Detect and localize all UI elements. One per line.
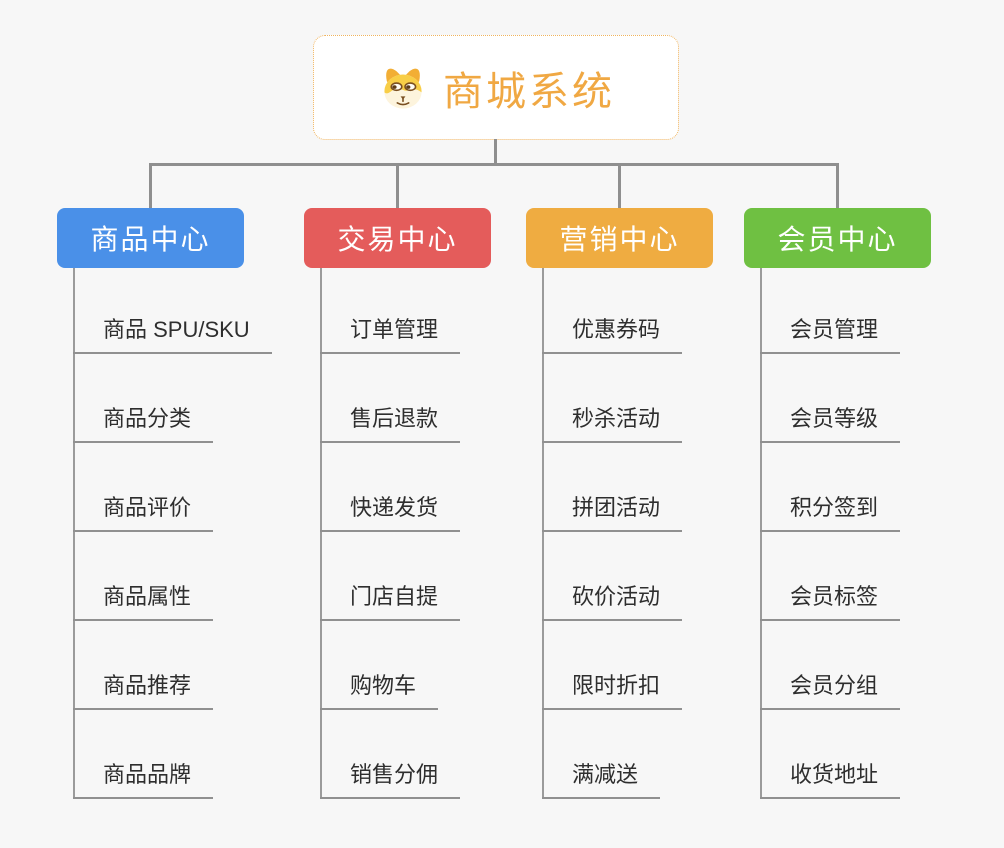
leaf-label: 会员等级 xyxy=(790,406,879,431)
branch-column-member: 会员中心 会员管理 会员等级 积分签到 会员标签 会员分组 收货地址 xyxy=(744,208,1004,848)
leaf-node[interactable]: 会员分组 xyxy=(760,664,901,710)
branch-node-member-center[interactable]: 会员中心 xyxy=(744,208,931,268)
leaf-node[interactable]: 砍价活动 xyxy=(542,575,683,621)
leaf-node[interactable]: 售后退款 xyxy=(320,397,461,443)
leaf-node[interactable]: 限时折扣 xyxy=(542,664,683,710)
leaf-node[interactable]: 门店自提 xyxy=(320,575,461,621)
leaf-label: 拼团活动 xyxy=(572,495,661,520)
leaf-label: 收货地址 xyxy=(790,762,879,787)
leaf-label: 快递发货 xyxy=(350,495,439,520)
leaf-node[interactable]: 订单管理 xyxy=(320,308,461,354)
leaf-node[interactable]: 商品品牌 xyxy=(73,753,214,799)
connector-drop-product xyxy=(149,163,152,208)
leaf-label: 商品品牌 xyxy=(103,762,192,787)
connector-root-stem xyxy=(494,139,497,165)
leaf-label: 会员标签 xyxy=(790,584,879,609)
leaf-label: 限时折扣 xyxy=(572,673,661,698)
connector-horizontal xyxy=(149,163,839,166)
leaf-label: 门店自提 xyxy=(350,584,439,609)
leaf-node[interactable]: 商品评价 xyxy=(73,486,214,532)
leaf-label: 商品属性 xyxy=(103,584,192,609)
leaf-node[interactable]: 商品推荐 xyxy=(73,664,214,710)
leaf-label: 销售分佣 xyxy=(350,762,439,787)
leaf-label: 购物车 xyxy=(350,673,417,698)
leaf-node[interactable]: 满减送 xyxy=(542,753,661,799)
root-label: 商城系统 xyxy=(443,69,615,114)
branch-spine xyxy=(320,268,322,799)
branch-column-marketing: 营销中心 优惠券码 秒杀活动 拼团活动 砍价活动 限时折扣 满减送 xyxy=(526,208,786,848)
branch-column-product: 商品中心 商品 SPU/SKU 商品分类 商品评价 商品属性 商品推荐 商品品牌 xyxy=(57,208,317,848)
leaf-node[interactable]: 销售分佣 xyxy=(320,753,461,799)
leaf-node[interactable]: 秒杀活动 xyxy=(542,397,683,443)
leaf-node[interactable]: 优惠券码 xyxy=(542,308,683,354)
branch-node-marketing-center[interactable]: 营销中心 xyxy=(526,208,713,268)
connector-drop-marketing xyxy=(618,163,621,208)
branch-spine xyxy=(73,268,75,799)
leaf-node[interactable]: 收货地址 xyxy=(760,753,901,799)
leaf-node[interactable]: 购物车 xyxy=(320,664,439,710)
leaf-label: 满减送 xyxy=(572,762,639,787)
leaf-label: 售后退款 xyxy=(350,406,439,431)
connector-drop-trade xyxy=(396,163,399,208)
leaf-label: 商品推荐 xyxy=(103,673,192,698)
leaf-node[interactable]: 商品属性 xyxy=(73,575,214,621)
leaf-node[interactable]: 会员等级 xyxy=(760,397,901,443)
leaf-label: 会员分组 xyxy=(790,673,879,698)
connector-drop-member xyxy=(836,163,839,208)
leaf-label: 砍价活动 xyxy=(572,584,661,609)
leaf-label: 商品分类 xyxy=(103,406,192,431)
root-node[interactable]: 商城系统 xyxy=(313,35,679,140)
branch-column-trade: 交易中心 订单管理 售后退款 快递发货 门店自提 购物车 销售分佣 xyxy=(304,208,564,848)
dog-face-icon xyxy=(384,68,422,109)
leaf-node[interactable]: 商品分类 xyxy=(73,397,214,443)
leaf-label: 商品 SPU/SKU xyxy=(103,317,250,342)
leaf-node[interactable]: 拼团活动 xyxy=(542,486,683,532)
leaf-node[interactable]: 会员标签 xyxy=(760,575,901,621)
leaf-label: 会员管理 xyxy=(790,317,879,342)
leaf-node[interactable]: 积分签到 xyxy=(760,486,901,532)
branch-spine xyxy=(760,268,762,799)
leaf-label: 秒杀活动 xyxy=(572,406,661,431)
leaf-label: 订单管理 xyxy=(350,317,439,342)
branch-node-trade-center[interactable]: 交易中心 xyxy=(304,208,491,268)
branch-node-product-center[interactable]: 商品中心 xyxy=(57,208,244,268)
leaf-node[interactable]: 会员管理 xyxy=(760,308,901,354)
leaf-node[interactable]: 商品 SPU/SKU xyxy=(73,308,272,354)
leaf-node[interactable]: 快递发货 xyxy=(320,486,461,532)
branch-spine xyxy=(542,268,544,799)
leaf-label: 优惠券码 xyxy=(572,317,661,342)
leaf-label: 商品评价 xyxy=(103,495,192,520)
leaf-label: 积分签到 xyxy=(790,495,879,520)
